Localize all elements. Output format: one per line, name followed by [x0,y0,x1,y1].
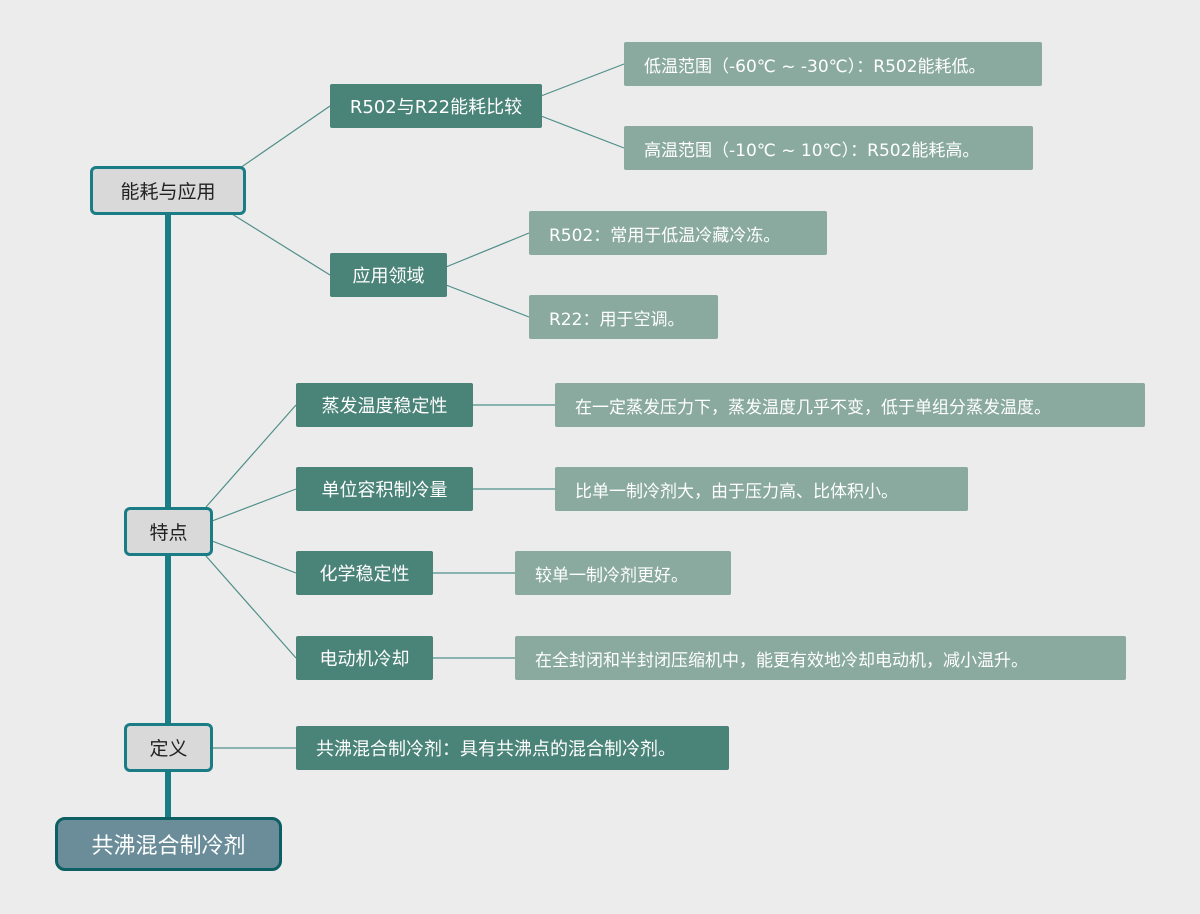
leaf-high-temp-range[interactable]: 高温范围（-10℃ ~ 10℃）：R502能耗高。 [624,126,1033,170]
subtopic-chemical-stability[interactable]: 化学稳定性 [296,551,433,595]
branch-definition[interactable]: 定义 [124,723,213,772]
leaf-low-temp-range[interactable]: 低温范围（-60℃ ~ -30℃）：R502能耗低。 [624,42,1042,86]
root-topic[interactable]: 共沸混合制冷剂 [55,817,282,871]
leaf-r502-use[interactable]: R502：常用于低温冷藏冷冻。 [529,211,827,255]
leaf-chemical-detail[interactable]: 较单一制冷剂更好。 [515,551,731,595]
leaf-evap-temp-detail[interactable]: 在一定蒸发压力下，蒸发温度几乎不变，低于单组分蒸发温度。 [555,383,1145,427]
branch-energy-application[interactable]: 能耗与应用 [90,166,246,215]
subtopic-unit-volume-capacity[interactable]: 单位容积制冷量 [296,467,473,511]
leaf-unit-volume-detail[interactable]: 比单一制冷剂大，由于压力高、比体积小。 [555,467,968,511]
subtopic-motor-cooling[interactable]: 电动机冷却 [296,636,433,680]
branch-features[interactable]: 特点 [124,507,213,556]
subtopic-application-field[interactable]: 应用领域 [330,253,447,297]
leaf-motor-cooling-detail[interactable]: 在全封闭和半封闭压缩机中，能更有效地冷却电动机，减小温升。 [515,636,1126,680]
subtopic-energy-comparison[interactable]: R502与R22能耗比较 [330,84,542,128]
leaf-r22-use[interactable]: R22：用于空调。 [529,295,718,339]
leaf-definition-detail[interactable]: 共沸混合制冷剂：具有共沸点的混合制冷剂。 [296,726,729,770]
subtopic-evap-temp-stability[interactable]: 蒸发温度稳定性 [296,383,473,427]
